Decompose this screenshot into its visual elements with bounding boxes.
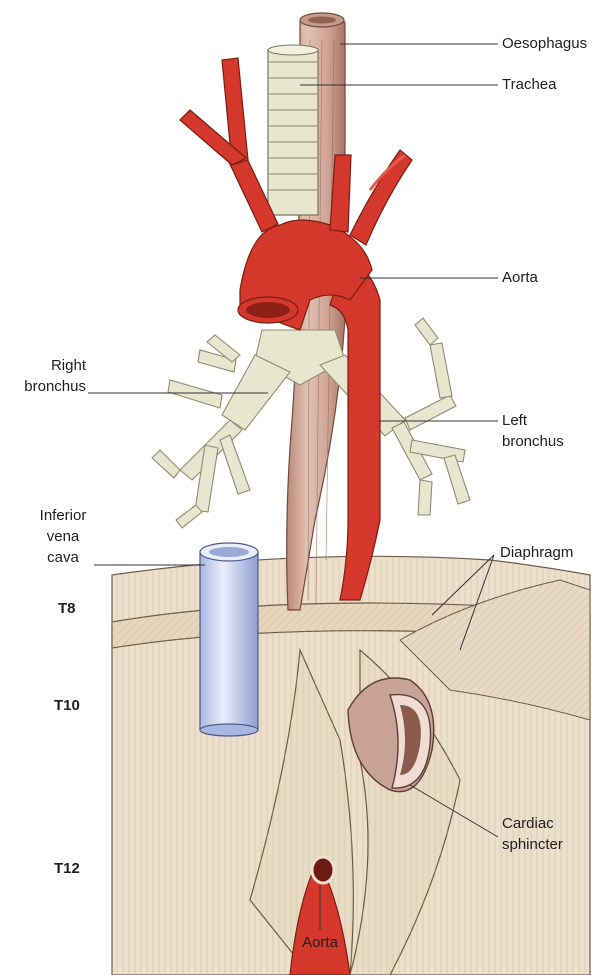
ivc-shape [200,543,258,736]
right-bronchus-label-line1: Right [6,357,86,375]
level-t12-label: T12 [54,860,80,877]
level-t10-label: T10 [54,697,80,714]
cardiac-sphincter-label-line1: Cardiac [502,815,554,833]
ivc-label-line2: vena [28,528,98,546]
diaphragm-label: Diaphragm [500,544,573,562]
level-t8-label: T8 [58,600,76,617]
cardiac-sphincter-label-line2: sphincter [502,836,563,854]
ivc-label-line1: Inferior [28,507,98,525]
aorta-upper-label: Aorta [502,269,538,287]
diaphragm-shape [112,556,590,975]
ivc-label-line3: cava [28,549,98,567]
trachea-shape [268,45,318,215]
left-bronchus-label-line2: bronchus [502,433,564,451]
oesophagus-label: Oesophagus [502,35,587,53]
right-bronchus-label-line2: bronchus [6,378,86,396]
left-bronchus-label-line1: Left [502,412,527,430]
trachea-label: Trachea [502,76,556,94]
aorta-lower-label: Aorta [285,934,355,952]
